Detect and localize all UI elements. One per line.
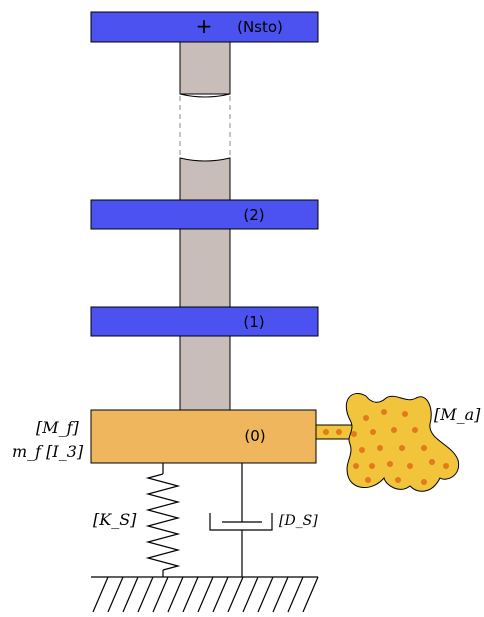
column-segment-mid <box>179 228 231 308</box>
spring <box>145 463 181 577</box>
label-damping: [D_S] <box>279 513 318 529</box>
floor-1-label: (1) <box>243 313 264 331</box>
floor-top <box>90 11 319 43</box>
damper <box>209 463 273 577</box>
floor-top-label: (Nsto) <box>237 18 283 36</box>
ground-hatching <box>92 576 319 613</box>
floor-1 <box>90 306 319 337</box>
label-mass-scalar: m_f [I_3] <box>12 442 84 461</box>
floor-2-label: (2) <box>243 206 264 224</box>
floor-2 <box>90 199 319 230</box>
floor-top-marker: + <box>196 14 213 38</box>
column-cut-top <box>179 93 231 98</box>
label-mass-matrix: [M_f] <box>36 418 80 437</box>
label-added-mass: [M_a] <box>434 405 481 424</box>
base-label: (0) <box>244 427 265 445</box>
column-segment-lower <box>179 335 231 411</box>
base-mass <box>90 409 317 464</box>
column-segment-upper-mid <box>179 157 231 201</box>
fluid-connector <box>313 424 355 440</box>
label-stiffness: [K_S] <box>93 510 137 529</box>
fluid-particles <box>323 409 449 485</box>
column-segment-top <box>179 41 231 95</box>
